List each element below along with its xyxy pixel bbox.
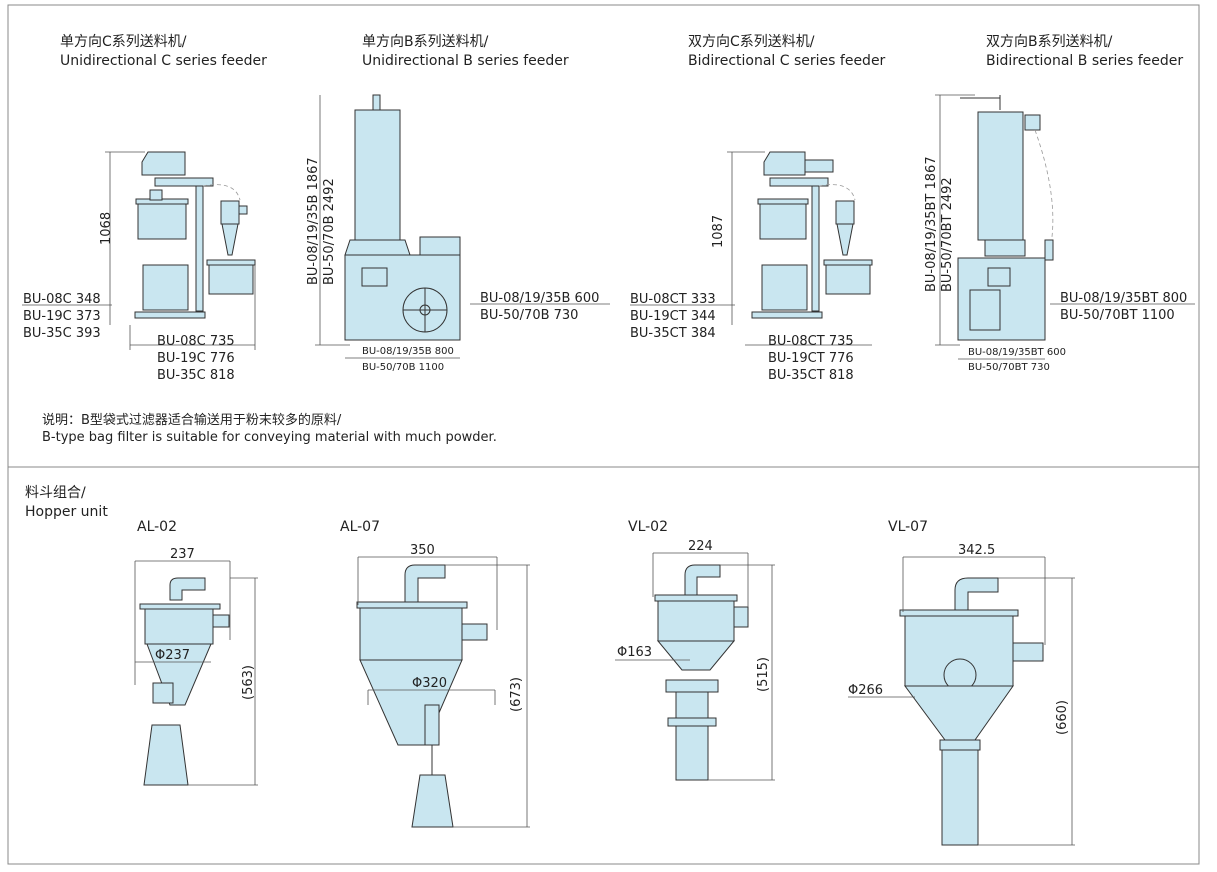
width-dimension: BU-19C 776 — [157, 351, 235, 366]
title-cn: 双方向C系列送料机/ — [688, 34, 815, 50]
width-dimension: 237 — [170, 547, 195, 562]
height-dimension: BU-50/70BT 2492 — [940, 177, 955, 292]
width-dimension: BU-35CT 818 — [768, 368, 854, 383]
page-border — [7, 4, 1200, 865]
width-dimension: 224 — [688, 539, 713, 554]
title-cn: 单方向C系列送料机/ — [60, 34, 187, 50]
feeder-c-bidirectional-drawing — [630, 151, 873, 346]
side-dimension: BU-50/70BT 1100 — [1060, 308, 1175, 323]
width-dimension: BU-19CT 776 — [768, 351, 854, 366]
side-dimension: BU-19CT 344 — [630, 309, 716, 324]
title-en: Bidirectional C series feeder — [688, 53, 886, 69]
height-dimension: (660) — [1055, 700, 1070, 735]
unit-name: VL-02 — [628, 519, 668, 535]
note-cn: 说明：B型袋式过滤器适合输送用于粉末较多的原料/ — [42, 412, 342, 428]
side-dimension: BU-08/19/35B 600 — [480, 291, 599, 306]
title-en: Unidirectional C series feeder — [60, 53, 267, 69]
width-dimension: BU-50/70BT 730 — [968, 362, 1050, 373]
width-dimension: BU-08/19/35B 800 — [362, 346, 454, 357]
height-dimension: (515) — [756, 657, 771, 692]
hopper-title-en: Hopper unit — [25, 504, 108, 520]
side-dimension: BU-19C 373 — [23, 309, 101, 324]
diameter-dimension: Φ266 — [848, 683, 883, 698]
feeder-b-bidirectional-drawing — [935, 94, 1195, 360]
width-dimension: BU-08/19/35BT 600 — [968, 347, 1066, 358]
side-dimension: BU-08CT 333 — [630, 292, 716, 307]
height-dimension: 1087 — [711, 215, 726, 248]
vl-02-drawing — [615, 552, 775, 781]
feeder-b-unidirectional-drawing — [315, 94, 610, 359]
height-dimension: (563) — [241, 665, 256, 700]
note-en: B-type bag filter is suitable for convey… — [42, 430, 497, 445]
width-dimension: 342.5 — [958, 543, 995, 558]
diameter-dimension: Φ320 — [412, 676, 447, 691]
side-dimension: BU-35C 393 — [23, 326, 101, 341]
title-cn: 双方向B系列送料机/ — [986, 34, 1113, 50]
al-02-drawing — [134, 560, 258, 786]
unit-name: AL-07 — [340, 519, 380, 535]
height-dimension: BU-50/70B 2492 — [322, 178, 337, 285]
width-dimension: BU-08CT 735 — [768, 334, 854, 349]
hopper-title-cn: 料斗组合/ — [25, 485, 86, 501]
title-cn: 单方向B系列送料机/ — [362, 34, 489, 50]
diameter-dimension: Φ163 — [617, 645, 652, 660]
feeder-titles: 单方向C系列送料机/ Unidirectional C series feede… — [60, 34, 1183, 69]
side-dimension: BU-35CT 384 — [630, 326, 716, 341]
side-dimension: BU-50/70B 730 — [480, 308, 578, 323]
width-dimension: BU-35C 818 — [157, 368, 235, 383]
feeder-c-unidirectional-drawing — [22, 151, 256, 350]
side-dimension: BU-08/19/35BT 800 — [1060, 291, 1187, 306]
side-dimension: BU-08C 348 — [23, 292, 101, 307]
title-en: Bidirectional B series feeder — [986, 53, 1183, 69]
height-dimension: BU-08/19/35BT 1867 — [924, 156, 939, 292]
unit-name: AL-02 — [137, 519, 177, 535]
unit-name: VL-07 — [888, 519, 928, 535]
vl-07-drawing — [848, 556, 1075, 846]
width-dimension: BU-08C 735 — [157, 334, 235, 349]
al-07-drawing — [356, 556, 530, 828]
height-dimension: (673) — [509, 677, 524, 712]
title-en: Unidirectional B series feeder — [362, 53, 569, 69]
height-dimension: BU-08/19/35B 1867 — [306, 157, 321, 285]
height-dimension: 1068 — [99, 212, 114, 245]
width-dimension: 350 — [410, 543, 435, 558]
diameter-dimension: Φ237 — [155, 648, 190, 663]
width-dimension: BU-50/70B 1100 — [362, 362, 444, 373]
